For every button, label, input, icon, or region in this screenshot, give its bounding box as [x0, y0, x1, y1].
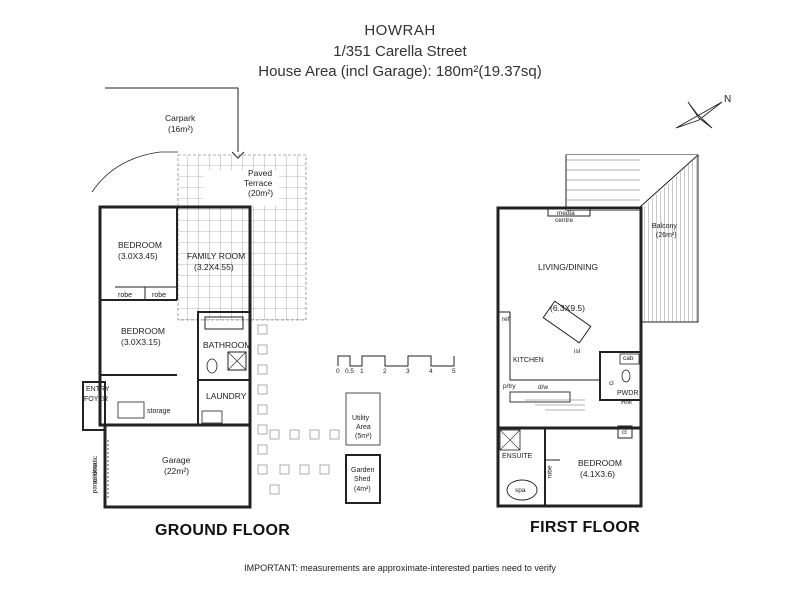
carpark-size: (16m²) [168, 124, 194, 134]
ensuite-label: ENSUITE [502, 453, 533, 460]
cl-label-1: cl [609, 380, 614, 387]
pantry-label: p/try [503, 383, 516, 390]
cab-label: cab [623, 355, 634, 362]
ground-floor-title: GROUND FLOOR [155, 522, 291, 539]
plan-title: HOWRAH [364, 22, 436, 39]
balcony-size: (26m²) [656, 232, 677, 239]
bedroom2-label: BEDROOM [121, 326, 165, 336]
scale-label-2: 2 [383, 368, 387, 375]
utility-size: (5m²) [355, 433, 372, 440]
utility-label: Utility [352, 415, 370, 422]
storage-label: storage [147, 408, 171, 415]
bedroom1-label: BEDROOM [118, 240, 162, 250]
living-dining-size: (6.3X9.5) [550, 303, 585, 313]
scale-label-05: 0.5 [345, 368, 355, 375]
dw-label: d/w [538, 384, 549, 391]
bedroom1-size: (3.0X3.45) [118, 251, 158, 261]
robe-label: robe [546, 465, 554, 479]
isl-label: isl [574, 348, 581, 355]
utility-label-2: Area [356, 424, 371, 431]
scale-bar [337, 355, 455, 367]
first-floor-plan [496, 154, 699, 508]
ref-label: ref [502, 316, 510, 323]
compass-icon [675, 101, 723, 129]
bedroom2-size: (3.0X3.15) [121, 337, 161, 347]
scale-label-1: 1 [360, 368, 364, 375]
shed-label: Garden [351, 467, 375, 474]
first-floor-title: FIRST FLOOR [530, 519, 640, 536]
media-label-2: centre [555, 217, 574, 224]
terrace-label: Paved [248, 168, 273, 178]
garage-size: (22m²) [164, 466, 190, 476]
ff-bedroom-label: BEDROOM [578, 458, 622, 468]
laundry-label: LAUNDRY [206, 391, 247, 401]
ff-bedroom-size: (4.1X3.6) [580, 469, 615, 479]
balcony-label: Balcony [652, 223, 677, 230]
terrace-label-2: Terrace [244, 178, 273, 188]
terrace-size: (20m²) [248, 188, 274, 198]
plan-area: House Area (incl Garage): 180m²(19.37sq) [258, 63, 542, 80]
robe1-label: robe [118, 292, 133, 299]
plan-address: 1/351 Carella Street [333, 43, 467, 60]
pwdr-label-2: RM [621, 399, 632, 406]
bathroom-label: BATHROOM [203, 340, 252, 350]
garage-label: Garage [162, 455, 191, 465]
living-dining-label: LIVING/DINING [538, 262, 598, 272]
robe2-label: robe [152, 292, 167, 299]
scale-label-3: 3 [406, 368, 410, 375]
scale-label-0: 0 [336, 368, 340, 375]
disclaimer-note: IMPORTANT: measurements are approximate-… [244, 563, 556, 573]
compass-north-label: N [724, 94, 732, 105]
foyer-label: FOYER [84, 396, 109, 403]
spa-label: spa [515, 487, 526, 494]
pwdr-label: PWDR [617, 390, 639, 397]
scale-label-5: 5 [452, 368, 456, 375]
media-label: media [557, 210, 575, 217]
family-room-label: FAMILY ROOM [187, 251, 246, 261]
shed-size: (4m²) [354, 486, 371, 493]
panel-door-label-2: panel door [91, 462, 99, 494]
entry-label: ENTRY [86, 386, 110, 393]
family-room-size: (3.2X4.55) [194, 262, 234, 272]
shed-label-2: Shed [354, 476, 371, 483]
ground-floor-plan [82, 87, 381, 509]
scale-label-4: 4 [429, 368, 433, 375]
carpark-label: Carpark [165, 113, 196, 123]
cl-label-2: cl [622, 429, 627, 436]
kitchen-label: KITCHEN [513, 357, 544, 364]
